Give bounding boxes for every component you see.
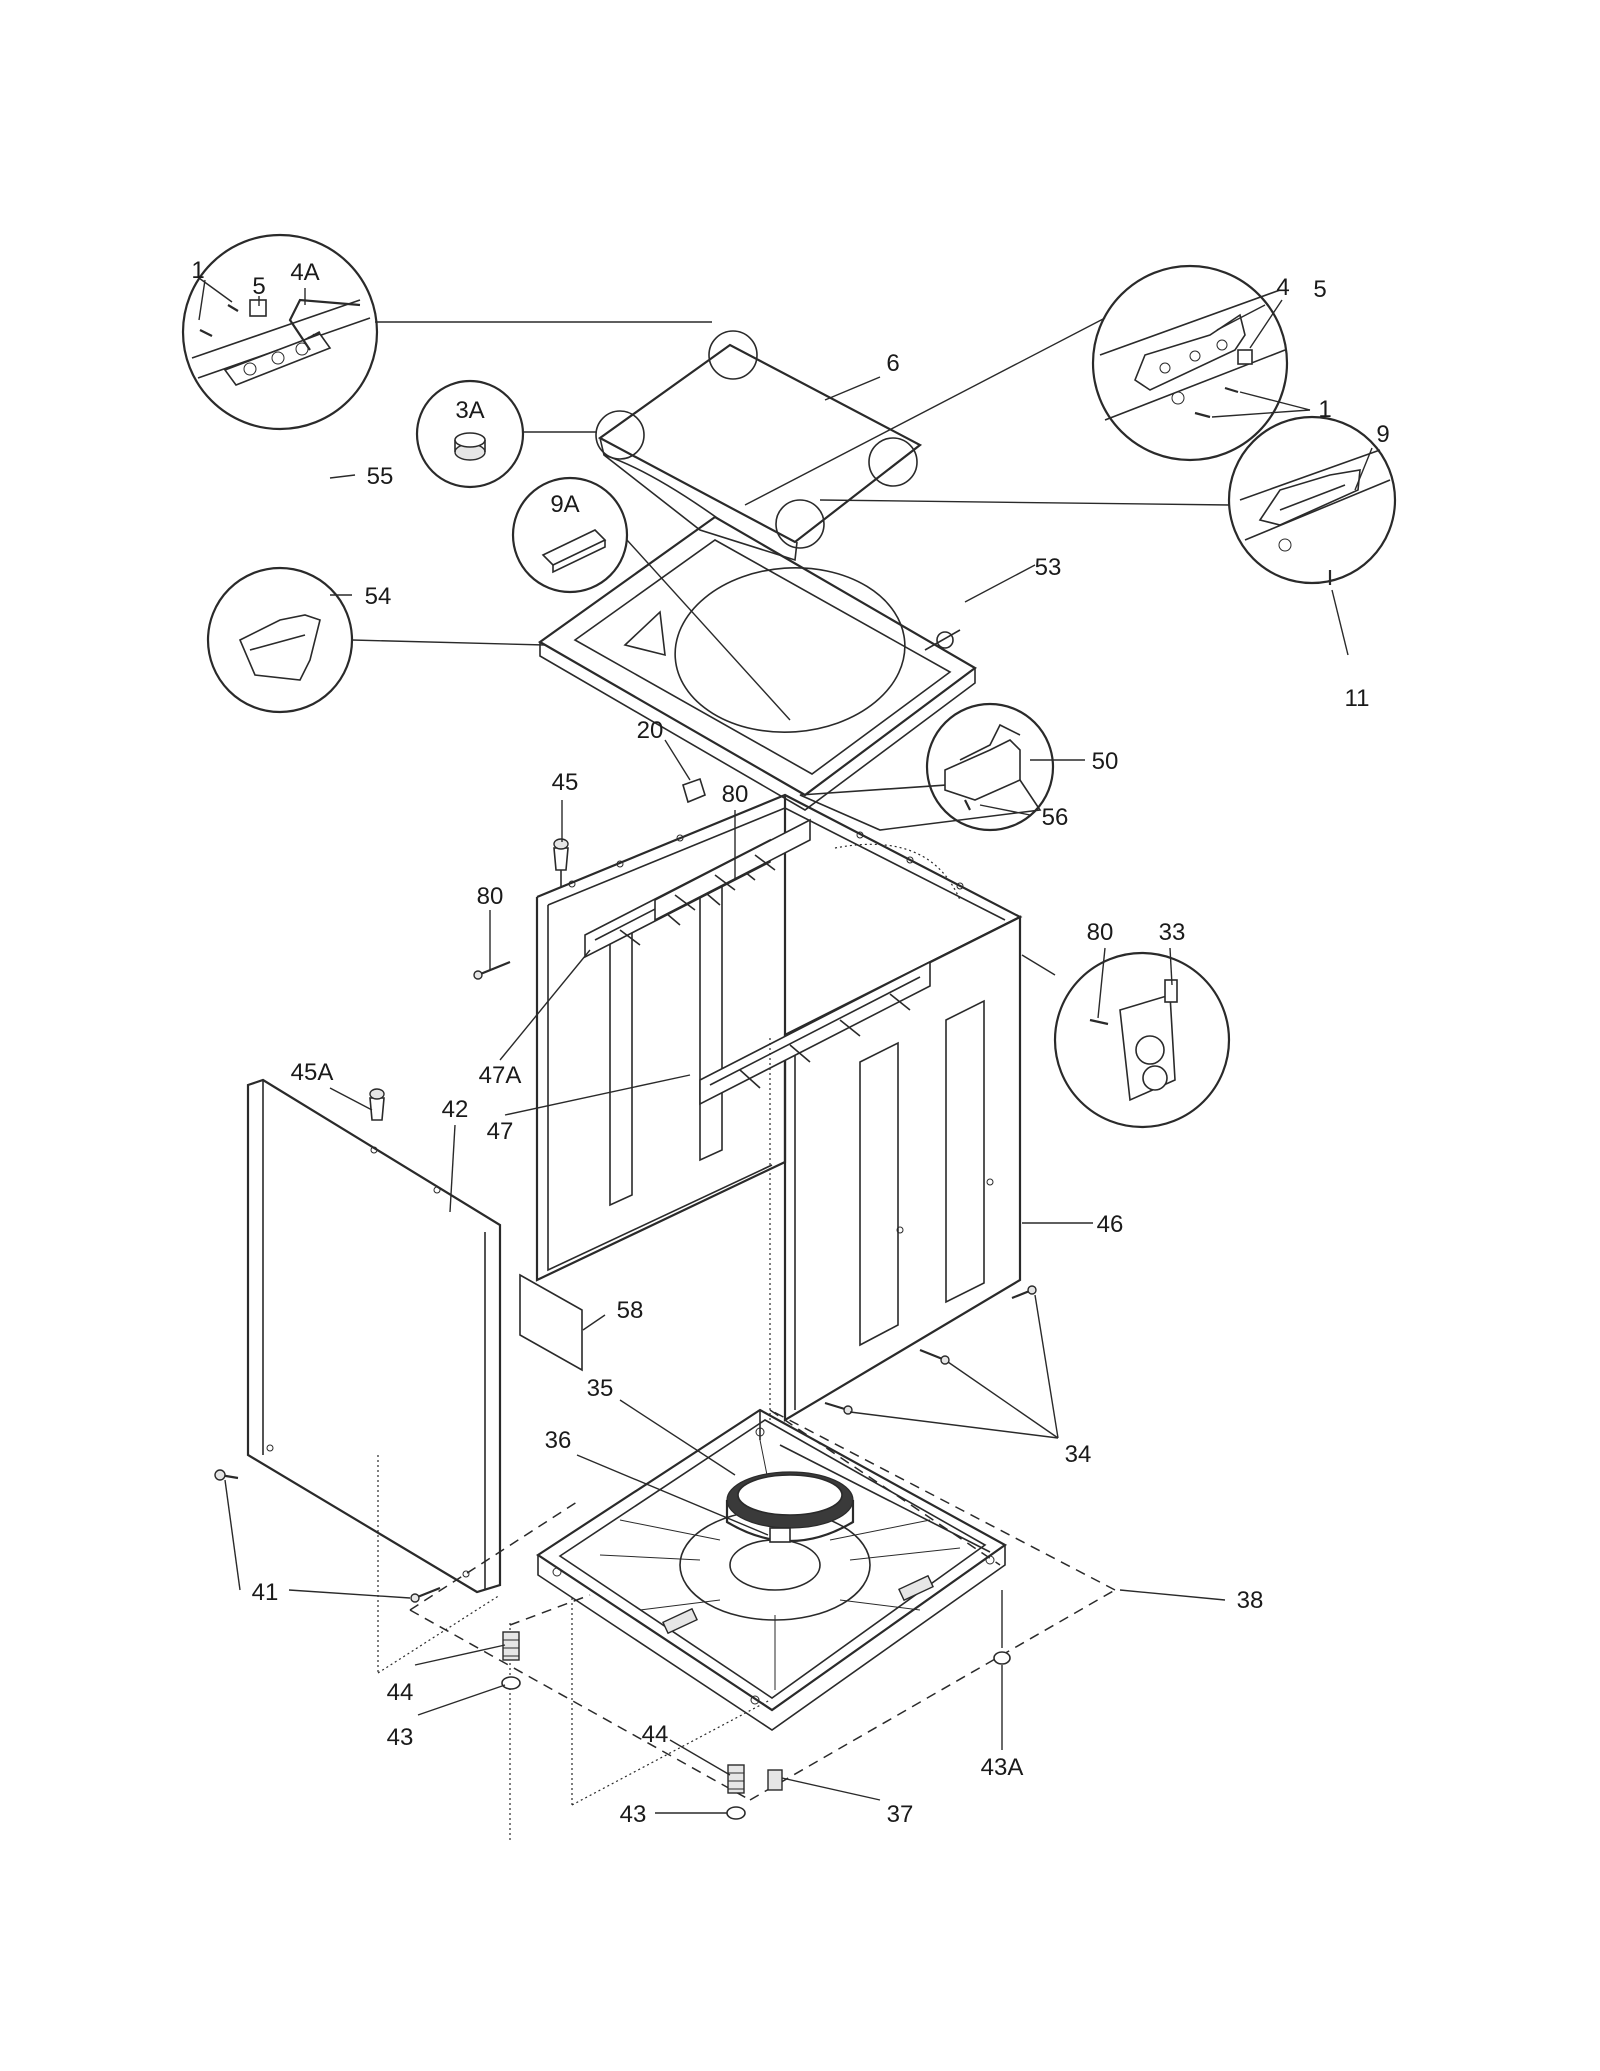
- brace-47A-upper: [654, 818, 811, 922]
- callout-42: 42: [442, 1096, 469, 1123]
- callout-47A: 47A: [479, 1062, 522, 1089]
- base-frame: [535, 1408, 1008, 1731]
- callout-58: 58: [617, 1297, 644, 1324]
- brace-47: [699, 960, 931, 1106]
- callout-9A: 9A: [550, 491, 579, 518]
- hardware: [214, 331, 1037, 1820]
- detail-left-hinge: [181, 233, 379, 431]
- callout-9: 9: [1376, 421, 1389, 448]
- callout-5: 5: [252, 273, 265, 300]
- label-plate: [519, 1273, 583, 1372]
- callout-1: 1: [191, 257, 204, 284]
- callout-55: 55: [367, 463, 394, 490]
- callout-5: 5: [1313, 276, 1326, 303]
- callout-41: 41: [252, 1579, 279, 1606]
- callout-6: 6: [886, 350, 899, 377]
- callout-43A: 43A: [981, 1754, 1024, 1781]
- alignment-lines: [377, 1035, 1116, 1840]
- callout-4: 4: [1276, 274, 1289, 301]
- callout-34: 34: [1065, 1441, 1092, 1468]
- callout-56: 56: [1042, 804, 1069, 831]
- callout-54: 54: [365, 583, 392, 610]
- callout-80: 80: [477, 883, 504, 910]
- drive-seal: [725, 1471, 855, 1543]
- cabinet: [535, 793, 1023, 1422]
- callout-80: 80: [1087, 919, 1114, 946]
- front-panel: [246, 1078, 502, 1594]
- callout-38: 38: [1237, 1587, 1264, 1614]
- callout-43: 43: [620, 1801, 647, 1828]
- detail-latch: [1227, 415, 1397, 585]
- callout-45: 45: [552, 769, 579, 796]
- top-lid: [597, 343, 923, 562]
- detail-cup: [206, 566, 354, 714]
- callout-4A: 4A: [290, 259, 319, 286]
- leader-lines: [224, 376, 1226, 1814]
- detail-switch: [925, 702, 1055, 832]
- callout-43: 43: [387, 1724, 414, 1751]
- callout-1: 1: [1318, 396, 1331, 423]
- callout-47: 47: [487, 1118, 514, 1145]
- callout-46: 46: [1097, 1211, 1124, 1238]
- callout-50: 50: [1092, 748, 1119, 775]
- callout-20: 20: [637, 717, 664, 744]
- callout-33: 33: [1159, 919, 1186, 946]
- callout-44: 44: [387, 1679, 414, 1706]
- top-cover: [537, 515, 977, 811]
- callout-37: 37: [887, 1801, 914, 1828]
- callout-35: 35: [587, 1375, 614, 1402]
- detail-valve: [1053, 951, 1231, 1129]
- callout-36: 36: [545, 1427, 572, 1454]
- detail-bumper: [415, 379, 525, 489]
- lid-detail-markers: [595, 330, 918, 549]
- callout-44: 44: [642, 1721, 669, 1748]
- callout-11: 11: [1345, 685, 1370, 712]
- callout-53: 53: [1035, 554, 1062, 581]
- callout-80: 80: [722, 781, 749, 808]
- detail-9A: [511, 476, 629, 594]
- callout-labels: 1 5 4A 6 3A 55 9A 53 54 4 5 1 9 11 20 50…: [191, 257, 1389, 1828]
- callout-3A: 3A: [455, 397, 484, 424]
- callout-45A: 45A: [291, 1059, 334, 1086]
- detail-right-hinge: [1091, 264, 1289, 462]
